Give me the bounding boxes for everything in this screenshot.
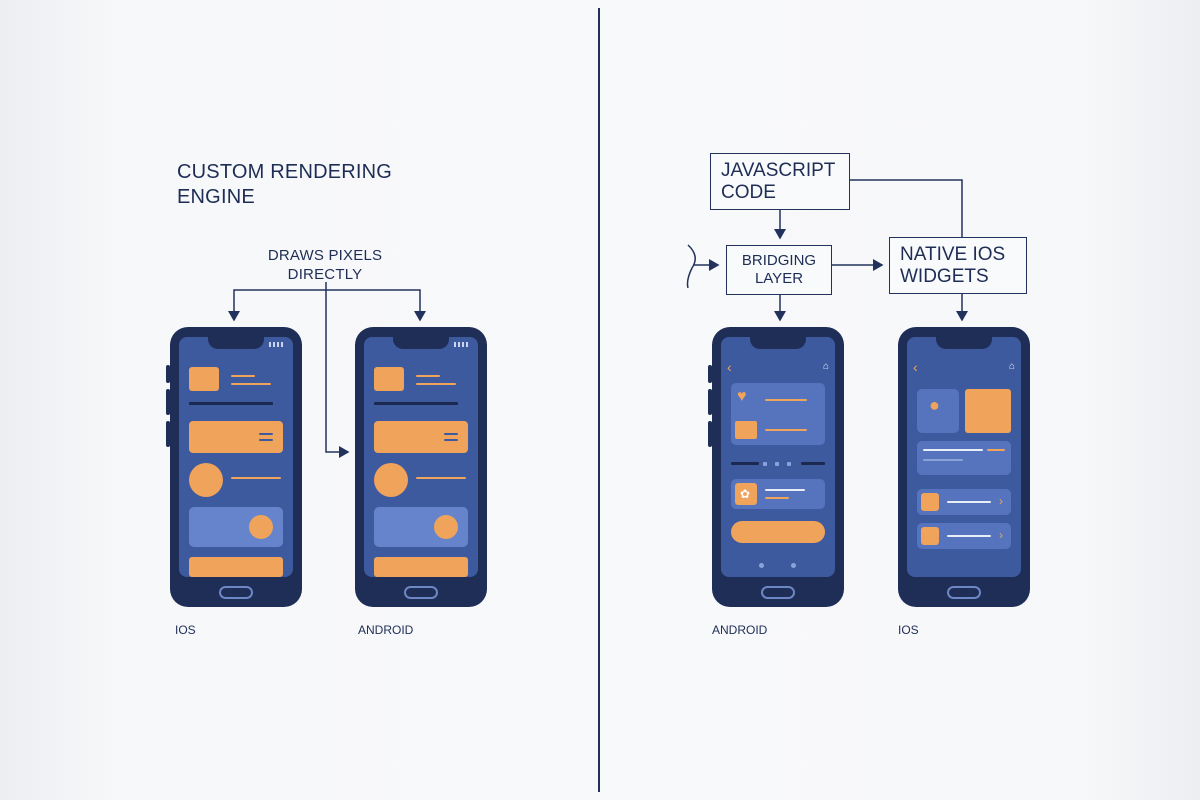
draws-pixels-note: DRAWS PIXELS DIRECTLY: [267, 247, 383, 283]
left-android-caption: ANDROID: [358, 623, 414, 637]
left-android-phone: [355, 327, 487, 607]
arrow-to-ios-phone: [228, 289, 326, 322]
line-js-to-native: [850, 179, 963, 237]
home-icon: ⌂: [1008, 361, 1015, 372]
heart-icon: ♥: [737, 388, 747, 405]
left-ios-caption: IOS: [175, 623, 196, 637]
left-ios-phone: [166, 327, 302, 607]
native-ios-widgets-box: NATIVE IOS WIDGETS: [889, 237, 1027, 294]
arrow-down-to-android-side: [325, 282, 350, 458]
flower-icon: ✿: [740, 487, 751, 501]
back-chevron-icon: ‹: [913, 359, 918, 375]
bridging-layer-box: BRIDGING LAYER: [726, 245, 832, 295]
right-android-caption: ANDROID: [712, 623, 768, 637]
custom-rendering-engine-title: CUSTOM RENDERING ENGINE: [177, 161, 393, 208]
chevron-right-icon: ›: [999, 494, 1003, 508]
right-ios-caption: IOS: [898, 623, 919, 637]
chevron-right-icon: ›: [999, 528, 1003, 542]
right-android-phone: ‹ ⌂ ♥ ✿: [708, 327, 844, 607]
right-ios-phone: ‹ ⌂ ● › ›: [898, 327, 1030, 607]
arrow-to-android-phone: [326, 289, 426, 322]
back-chevron-icon: ‹: [727, 359, 732, 375]
javascript-code-box: JAVASCRIPT CODE: [710, 153, 850, 210]
center-divider: [598, 8, 600, 792]
incoming-hook: [686, 244, 696, 289]
home-icon: ⌂: [822, 361, 829, 372]
apple-icon: ●: [929, 395, 940, 415]
